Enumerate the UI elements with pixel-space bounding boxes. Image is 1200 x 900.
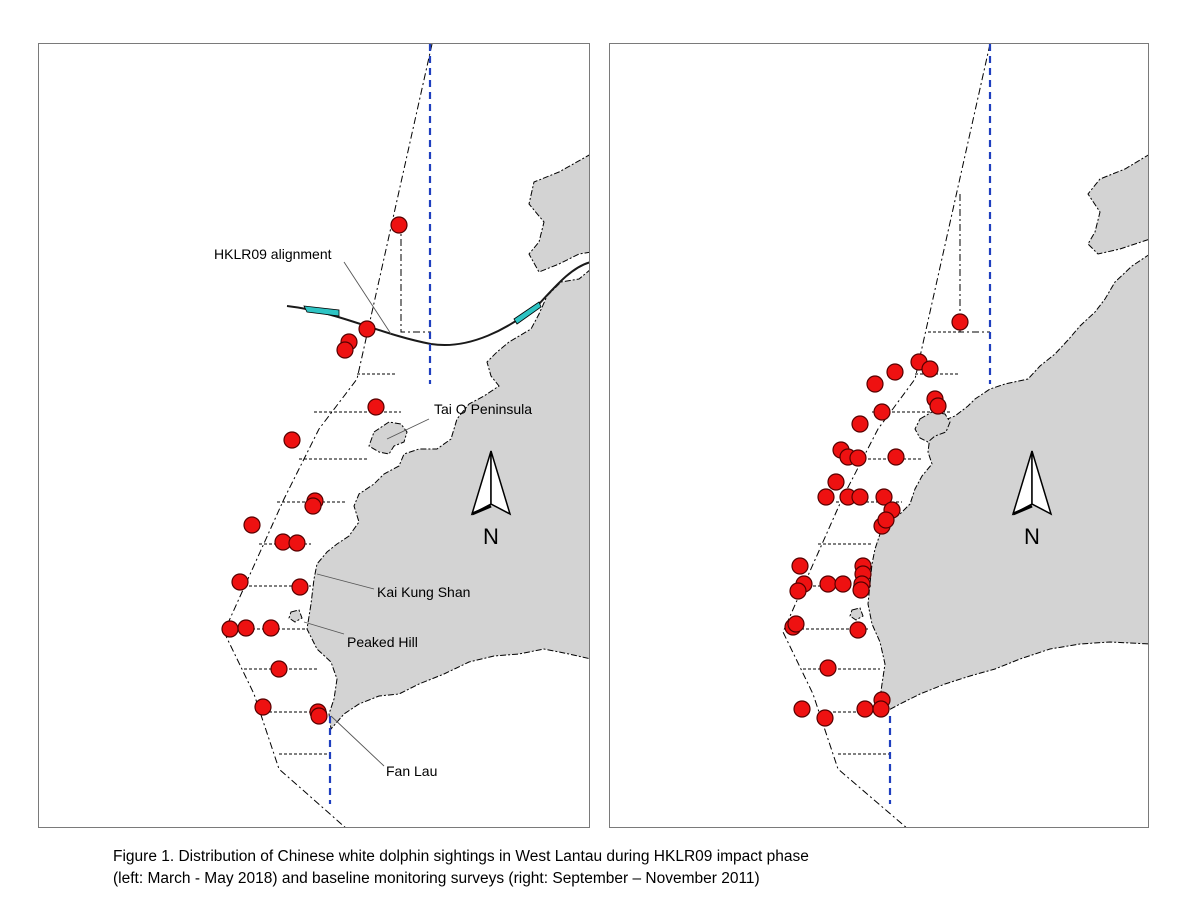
- sighting-dot: [262, 619, 280, 637]
- sightings-right: [784, 313, 969, 727]
- label-kai-kung-shan: Kai Kung Shan: [377, 584, 470, 600]
- sighting-dot: [270, 660, 288, 678]
- figure-caption: Figure 1. Distribution of Chinese white …: [113, 846, 809, 890]
- sighting-dot: [231, 573, 249, 591]
- sighting-dot: [819, 575, 837, 593]
- survey-boundary: [782, 44, 991, 827]
- sighting-dot: [390, 216, 408, 234]
- peaked-hill-islet: [849, 607, 864, 621]
- sighting-dot: [851, 488, 869, 506]
- label-peaked-hill: Peaked Hill: [347, 634, 418, 650]
- sighting-dot: [849, 621, 867, 639]
- sighting-dot: [887, 448, 905, 466]
- label-hklr09-alignment: HKLR09 alignment: [214, 246, 332, 262]
- map-left-svg: HKLR09 alignment Tai O Peninsula Kai Kun…: [214, 44, 589, 827]
- sighting-dot: [886, 363, 904, 381]
- survey-inner-line: [959, 194, 990, 333]
- sighting-dot: [951, 313, 969, 331]
- sighting-dot: [789, 582, 807, 600]
- sighting-dot: [291, 578, 309, 596]
- sighting-dot: [921, 360, 939, 378]
- map-right-svg: N: [782, 44, 1148, 827]
- sighting-dot: [254, 698, 272, 716]
- caption-line-2: (left: March - May 2018) and baseline mo…: [113, 870, 760, 887]
- sighting-dot: [791, 557, 809, 575]
- sighting-dot: [367, 398, 385, 416]
- sighting-dot: [827, 473, 845, 491]
- sighting-dot: [283, 431, 301, 449]
- label-fan-lau: Fan Lau: [386, 763, 437, 779]
- peaked-hill-islet: [288, 609, 303, 623]
- map-left-2018: HKLR09 alignment Tai O Peninsula Kai Kun…: [38, 43, 590, 828]
- sighting-dot: [310, 707, 328, 725]
- sighting-dot: [849, 449, 867, 467]
- sighting-dot: [873, 403, 891, 421]
- lantau-land: [867, 254, 1148, 713]
- lantau-land: [306, 270, 589, 731]
- tai-o-peninsula: [368, 421, 408, 455]
- sighting-dot: [288, 534, 306, 552]
- sighting-dot: [336, 341, 354, 359]
- sighting-dot: [243, 516, 261, 534]
- sighting-dot: [875, 488, 893, 506]
- sighting-dot: [819, 659, 837, 677]
- north-letter: N: [1024, 524, 1040, 549]
- sighting-dot: [817, 488, 835, 506]
- sighting-dot: [856, 700, 874, 718]
- sighting-dot: [358, 320, 376, 338]
- label-tai-o-peninsula: Tai O Peninsula: [434, 401, 532, 417]
- sighting-dot: [793, 700, 811, 718]
- north-arrow-icon: [1011, 450, 1053, 516]
- hklr09-alignment: [286, 261, 589, 346]
- sighting-dot: [851, 415, 869, 433]
- sighting-dot: [866, 375, 884, 393]
- sighting-dot: [852, 581, 870, 599]
- sighting-dot: [929, 397, 947, 415]
- north-arrow-icon: [470, 450, 512, 516]
- sighting-dot: [237, 619, 255, 637]
- north-letter: N: [483, 524, 499, 549]
- airport-island: [528, 154, 589, 273]
- sighting-dot: [221, 620, 239, 638]
- survey-inner-line: [400, 224, 431, 333]
- sighting-dot: [787, 615, 805, 633]
- sighting-dot: [834, 575, 852, 593]
- sighting-dot: [816, 709, 834, 727]
- caption-line-1: Figure 1. Distribution of Chinese white …: [113, 848, 809, 865]
- hklr09-alignment-fill: [303, 301, 542, 325]
- airport-island: [1087, 154, 1148, 255]
- survey-boundary: [223, 44, 433, 827]
- sighting-dot: [877, 511, 895, 529]
- sightings-left: [221, 216, 408, 725]
- sighting-dot: [872, 700, 890, 718]
- sighting-dot: [304, 497, 322, 515]
- map-right-2011: N: [609, 43, 1149, 828]
